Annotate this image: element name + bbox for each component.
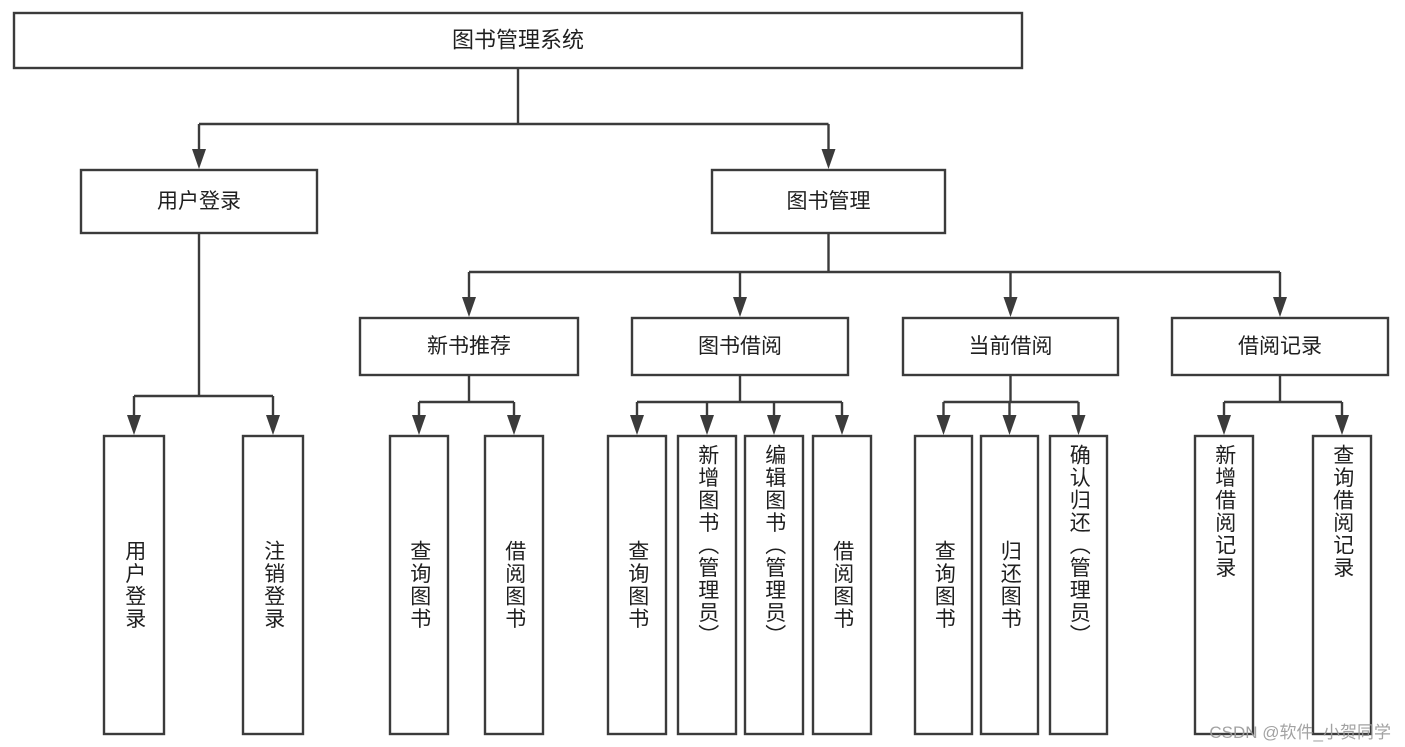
node-box[interactable] bbox=[1170, 316, 1390, 377]
edges-from-current-borrow bbox=[936, 375, 1086, 435]
node-current-borrow[interactable]: 当前借阅 bbox=[901, 316, 1120, 377]
node-leaf-query-book-1[interactable] bbox=[388, 434, 450, 736]
node-box[interactable] bbox=[483, 434, 545, 736]
node-leaf-user-login[interactable] bbox=[102, 434, 166, 736]
node-box[interactable] bbox=[12, 11, 1024, 70]
node-box[interactable] bbox=[630, 316, 850, 377]
edges-from-book-manage bbox=[462, 233, 1287, 317]
edges-from-root bbox=[192, 68, 836, 169]
node-leaf-add-book[interactable] bbox=[676, 434, 738, 736]
node-leaf-query-book-2[interactable] bbox=[606, 434, 668, 736]
node-root[interactable]: 图书管理系统 bbox=[12, 11, 1024, 70]
edge-arrowhead bbox=[1217, 415, 1231, 435]
node-label: 用户登录 bbox=[157, 190, 241, 213]
node-box[interactable] bbox=[913, 434, 974, 736]
edge-arrowhead bbox=[266, 415, 280, 435]
node-leaf-return-book[interactable] bbox=[979, 434, 1040, 736]
node-box[interactable] bbox=[241, 434, 305, 736]
edges-from-book-borrow bbox=[630, 375, 849, 435]
node-label: 图书管理系统 bbox=[452, 27, 584, 52]
node-label: 图书管理 bbox=[787, 190, 871, 213]
edge-arrowhead bbox=[1071, 415, 1086, 435]
edge-arrowhead bbox=[412, 415, 426, 435]
node-leaf-query-book-3[interactable] bbox=[913, 434, 974, 736]
edge-arrowhead bbox=[1002, 415, 1017, 435]
watermark-text: CSDN @软件_小贺同学 bbox=[1209, 723, 1391, 742]
node-box[interactable] bbox=[79, 168, 319, 235]
node-book-manage[interactable]: 图书管理 bbox=[710, 168, 947, 235]
node-box[interactable] bbox=[811, 434, 873, 736]
node-leaf-add-record[interactable] bbox=[1193, 434, 1255, 736]
node-box[interactable] bbox=[606, 434, 668, 736]
edge-arrowhead bbox=[507, 415, 521, 435]
edge-arrowhead bbox=[462, 297, 476, 317]
node-leaf-borrow-book-2[interactable] bbox=[811, 434, 873, 736]
edge-arrowhead bbox=[1335, 415, 1349, 435]
node-box[interactable] bbox=[979, 434, 1040, 736]
node-book-borrow[interactable]: 图书借阅 bbox=[630, 316, 850, 377]
edge-arrowhead bbox=[936, 415, 951, 435]
edge-arrowhead bbox=[835, 415, 849, 435]
edge-arrowhead bbox=[1003, 297, 1018, 317]
node-box[interactable] bbox=[358, 316, 580, 377]
node-user-login[interactable]: 用户登录 bbox=[79, 168, 319, 235]
edge-arrowhead bbox=[767, 415, 781, 435]
node-new-book-recommend[interactable]: 新书推荐 bbox=[358, 316, 580, 377]
edges-from-user-login bbox=[127, 233, 280, 435]
node-label: 借阅记录 bbox=[1238, 335, 1322, 358]
node-box[interactable] bbox=[102, 434, 166, 736]
node-box[interactable] bbox=[1193, 434, 1255, 736]
node-leaf-logout[interactable] bbox=[241, 434, 305, 736]
edge-arrowhead bbox=[700, 415, 714, 435]
node-box[interactable] bbox=[1311, 434, 1373, 736]
node-box[interactable] bbox=[901, 316, 1120, 377]
node-box[interactable] bbox=[676, 434, 738, 736]
node-label: 图书借阅 bbox=[698, 335, 782, 358]
edge-arrowhead bbox=[1273, 297, 1287, 317]
node-leaf-query-record[interactable] bbox=[1311, 434, 1373, 736]
edge-arrowhead bbox=[821, 149, 836, 169]
edge-layer bbox=[127, 68, 1349, 435]
node-label: 新书推荐 bbox=[427, 335, 511, 358]
node-box[interactable] bbox=[743, 434, 805, 736]
node-leaf-confirm-return[interactable] bbox=[1048, 434, 1109, 736]
node-box[interactable] bbox=[388, 434, 450, 736]
node-borrow-record[interactable]: 借阅记录 bbox=[1170, 316, 1390, 377]
edge-arrowhead bbox=[127, 415, 141, 435]
node-leaf-borrow-book-1[interactable] bbox=[483, 434, 545, 736]
node-leaf-edit-book[interactable] bbox=[743, 434, 805, 736]
edge-arrowhead bbox=[733, 297, 747, 317]
node-label: 当前借阅 bbox=[969, 335, 1053, 358]
edge-arrowhead bbox=[192, 149, 206, 169]
node-box[interactable] bbox=[710, 168, 947, 235]
node-box[interactable] bbox=[1048, 434, 1109, 736]
edges-from-borrow-record bbox=[1217, 375, 1349, 435]
edge-arrowhead bbox=[630, 415, 644, 435]
edges-from-new-book-recommend bbox=[412, 375, 521, 435]
